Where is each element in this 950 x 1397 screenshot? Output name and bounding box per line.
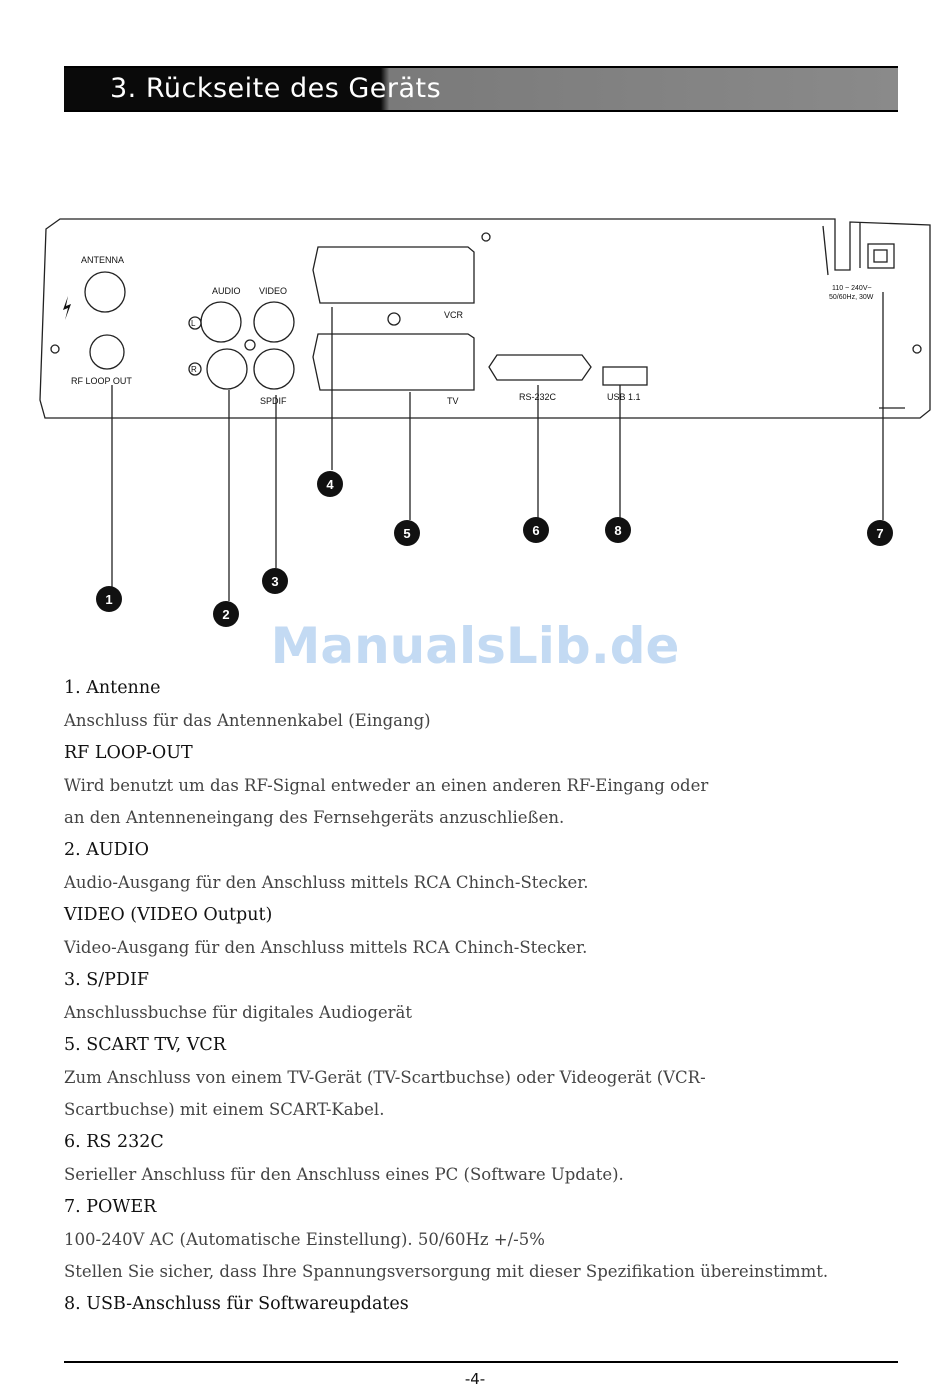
footer-divider [64,1361,898,1363]
rs232c-connector [488,354,592,381]
rf-loop-out-connector [89,334,125,370]
callout-1: 1 [105,592,112,607]
callout-5: 5 [403,526,410,541]
mount-hole-top [481,232,491,242]
video-connector [253,301,295,343]
item-text: Zum Anschluss von einem TV-Gerät (TV-Sca… [64,1068,706,1087]
item-scart: 5. SCART TV, VCR Zum Anschluss von einem… [64,1029,904,1126]
item-rs232c: 6. RS 232C Serieller Anschluss für den A… [64,1126,904,1191]
callout-6-marker [523,517,549,543]
item-text: Anschlussbuchse für digitales Audiogerät [64,1003,413,1022]
page-number: -4- [464,1370,486,1388]
item-text: Video-Ausgang für den Anschluss mittels … [64,938,588,957]
scart-vcr [312,246,475,304]
audio-left-connector [200,301,242,343]
item-text: Stellen Sie sicher, dass Ihre Spannungsv… [64,1262,829,1281]
label-power-line2: 50/60Hz, 30W [829,294,874,301]
item-title: 5. SCART TV, VCR [64,1035,226,1055]
item-text: Wird benutzt um das RF-Signal entweder a… [64,776,709,795]
item-power: 7. POWER 100-240V AC (Automatische Einst… [64,1191,904,1288]
item-audio: 2. AUDIO Audio-Ausgang für den Anschluss… [64,834,904,899]
item-title: 8. USB-Anschluss für Softwareupdates [64,1294,409,1314]
connector-descriptions: 1. Antenne Anschluss für das Antennenkab… [64,672,904,1321]
item-spdif: 3. S/PDIF Anschlussbuchse für digitales … [64,964,904,1029]
item-video: VIDEO (VIDEO Output) Video-Ausgang für d… [64,899,904,964]
callout-8: 8 [614,523,621,538]
callout-8-marker [605,517,631,543]
item-title: RF LOOP-OUT [64,743,193,763]
item-title: VIDEO (VIDEO Output) [64,905,273,925]
item-text: Audio-Ausgang für den Anschluss mittels … [64,873,589,892]
rear-panel-diagram: ANTENNA RF LOOP OUT AUDIO VIDEO SPDIF L … [39,218,931,627]
label-antenna: ANTENNA [81,255,124,265]
label-video: VIDEO [259,286,287,296]
section-header-bar: 3. Rückseite des Geräts [64,66,898,112]
callout-7: 7 [876,526,883,541]
callout-5-marker [394,520,420,546]
label-right: R [191,365,197,374]
usb-connector [602,366,648,386]
callout-2: 2 [222,607,229,622]
watermark: ManualsLib.de [270,617,680,675]
callout-7-marker [867,520,893,546]
audio-right-connector [206,348,248,390]
item-title: 6. RS 232C [64,1132,164,1152]
section-title: 3. Rückseite des Geräts [110,73,442,104]
label-power-line1: 110 ~ 240V~ [832,285,872,292]
mount-hole-right [912,344,922,354]
power-switch [867,243,895,269]
callout-6: 6 [532,523,539,538]
callout-3: 3 [271,574,278,589]
item-text: Scartbuchse) mit einem SCART-Kabel. [64,1100,385,1119]
antenna-connector [84,271,126,313]
item-title: 7. POWER [64,1197,157,1217]
item-title: 2. AUDIO [64,840,149,860]
label-tv: TV [447,396,459,406]
label-audio: AUDIO [212,286,241,296]
item-text: an den Antenneneingang des Fernsehgeräts… [64,808,565,827]
spdif-connector [253,348,295,390]
label-spdif: SPDIF [260,396,287,406]
scart-tv [312,333,475,391]
label-rf-loop-out: RF LOOP OUT [71,376,132,386]
item-text: Serieller Anschluss für den Anschluss ei… [64,1165,624,1184]
label-vcr: VCR [444,310,464,320]
callout-2-marker [213,601,239,627]
label-rs232c: RS-232C [519,392,557,402]
label-usb: USB 1.1 [607,392,641,402]
callout-4: 4 [326,477,334,492]
item-title: 1. Antenne [64,678,161,698]
item-antenna: 1. Antenne Anschluss für das Antennenkab… [64,672,904,737]
lightning-icon [63,296,71,320]
callout-1-marker [96,586,122,612]
item-usb: 8. USB-Anschluss für Softwareupdates [64,1288,904,1321]
item-title: 3. S/PDIF [64,970,150,990]
item-text: 100-240V AC (Automatische Einstellung). … [64,1230,545,1249]
panel-outline [39,218,931,419]
callout-4-marker [317,471,343,497]
label-left: L [191,319,196,328]
item-text: Anschluss für das Antennenkabel (Eingang… [64,711,431,730]
mount-hole-left [50,344,60,354]
callout-3-marker [262,568,288,594]
item-rf-loop-out: RF LOOP-OUT Wird benutzt um das RF-Signa… [64,737,904,834]
